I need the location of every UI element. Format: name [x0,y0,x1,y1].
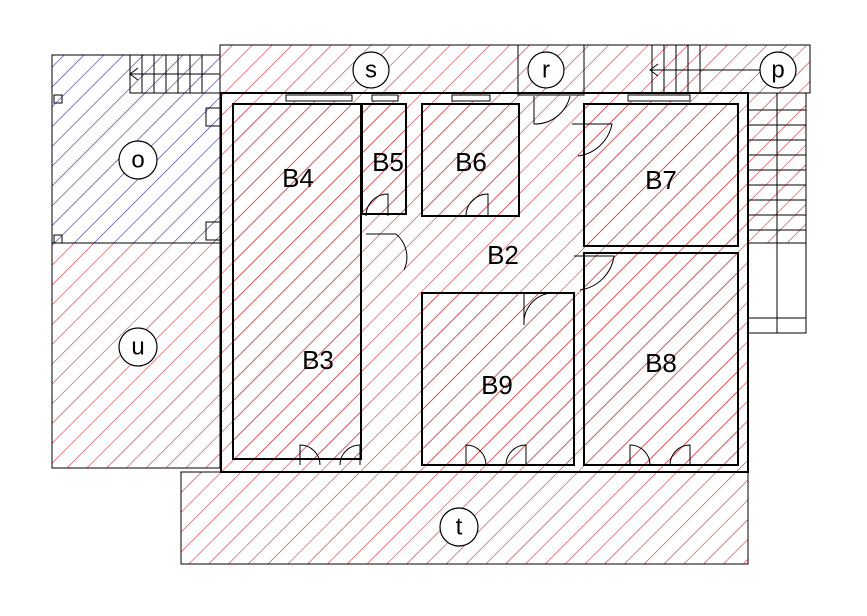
room-label-b5: B5 [372,147,404,177]
room-r-block [517,44,585,96]
zone-marker-t: t [439,507,479,547]
room-label-b4: B4 [282,163,314,193]
stairs-left [129,54,221,94]
zone-label-p: p [771,57,784,84]
building-outline [220,92,749,473]
wall-marks-left [53,94,221,244]
room-label-b6: B6 [455,147,487,177]
zone-label-t: t [456,514,463,541]
room-b5-area [361,103,407,215]
room-b6-area [421,103,520,217]
zone-marker-o: o [118,140,158,180]
zone-label-o: o [131,147,144,174]
room-label-b3: B3 [302,345,334,375]
room-label-b9: B9 [481,370,513,400]
room-label-b7: B7 [645,165,677,195]
zone-marker-s: s [352,51,390,89]
zone-label-u: u [131,334,144,361]
room-b8-area [583,252,739,466]
room-b9-area [421,292,575,466]
room-label-b2: B2 [487,240,519,270]
zone-marker-u: u [118,327,158,367]
zone-label-r: r [542,57,550,84]
zone-s-area [219,44,811,94]
zone-marker-r: r [527,51,565,89]
room-b4-area [232,103,362,460]
room-label-b8: B8 [645,348,677,378]
zone-label-s: s [365,57,377,84]
zone-marker-p: p [759,51,797,89]
room-b7-area [583,103,739,247]
windows-top [285,94,691,102]
door-swings [299,95,691,466]
